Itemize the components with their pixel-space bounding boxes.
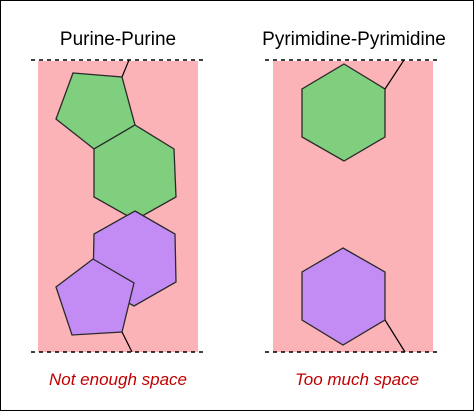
pyrimidine-pyrimidine-title: Pyrimidine-Pyrimidine bbox=[262, 29, 446, 50]
purine-purine-title: Purine-Purine bbox=[60, 29, 176, 50]
too-much-space-caption: Too much space bbox=[295, 370, 419, 389]
bottom-purine-bond-line bbox=[121, 331, 133, 353]
not-enough-space-caption: Not enough space bbox=[49, 370, 187, 389]
top-purine-bond-line bbox=[121, 59, 130, 78]
bottom-purine-pentagon bbox=[55, 258, 135, 336]
bottom-pyrimidine-bond-line bbox=[384, 319, 406, 353]
bottom-pyrimidine-hexagon bbox=[301, 247, 386, 346]
top-pyrimidine-bond-line bbox=[384, 59, 405, 90]
